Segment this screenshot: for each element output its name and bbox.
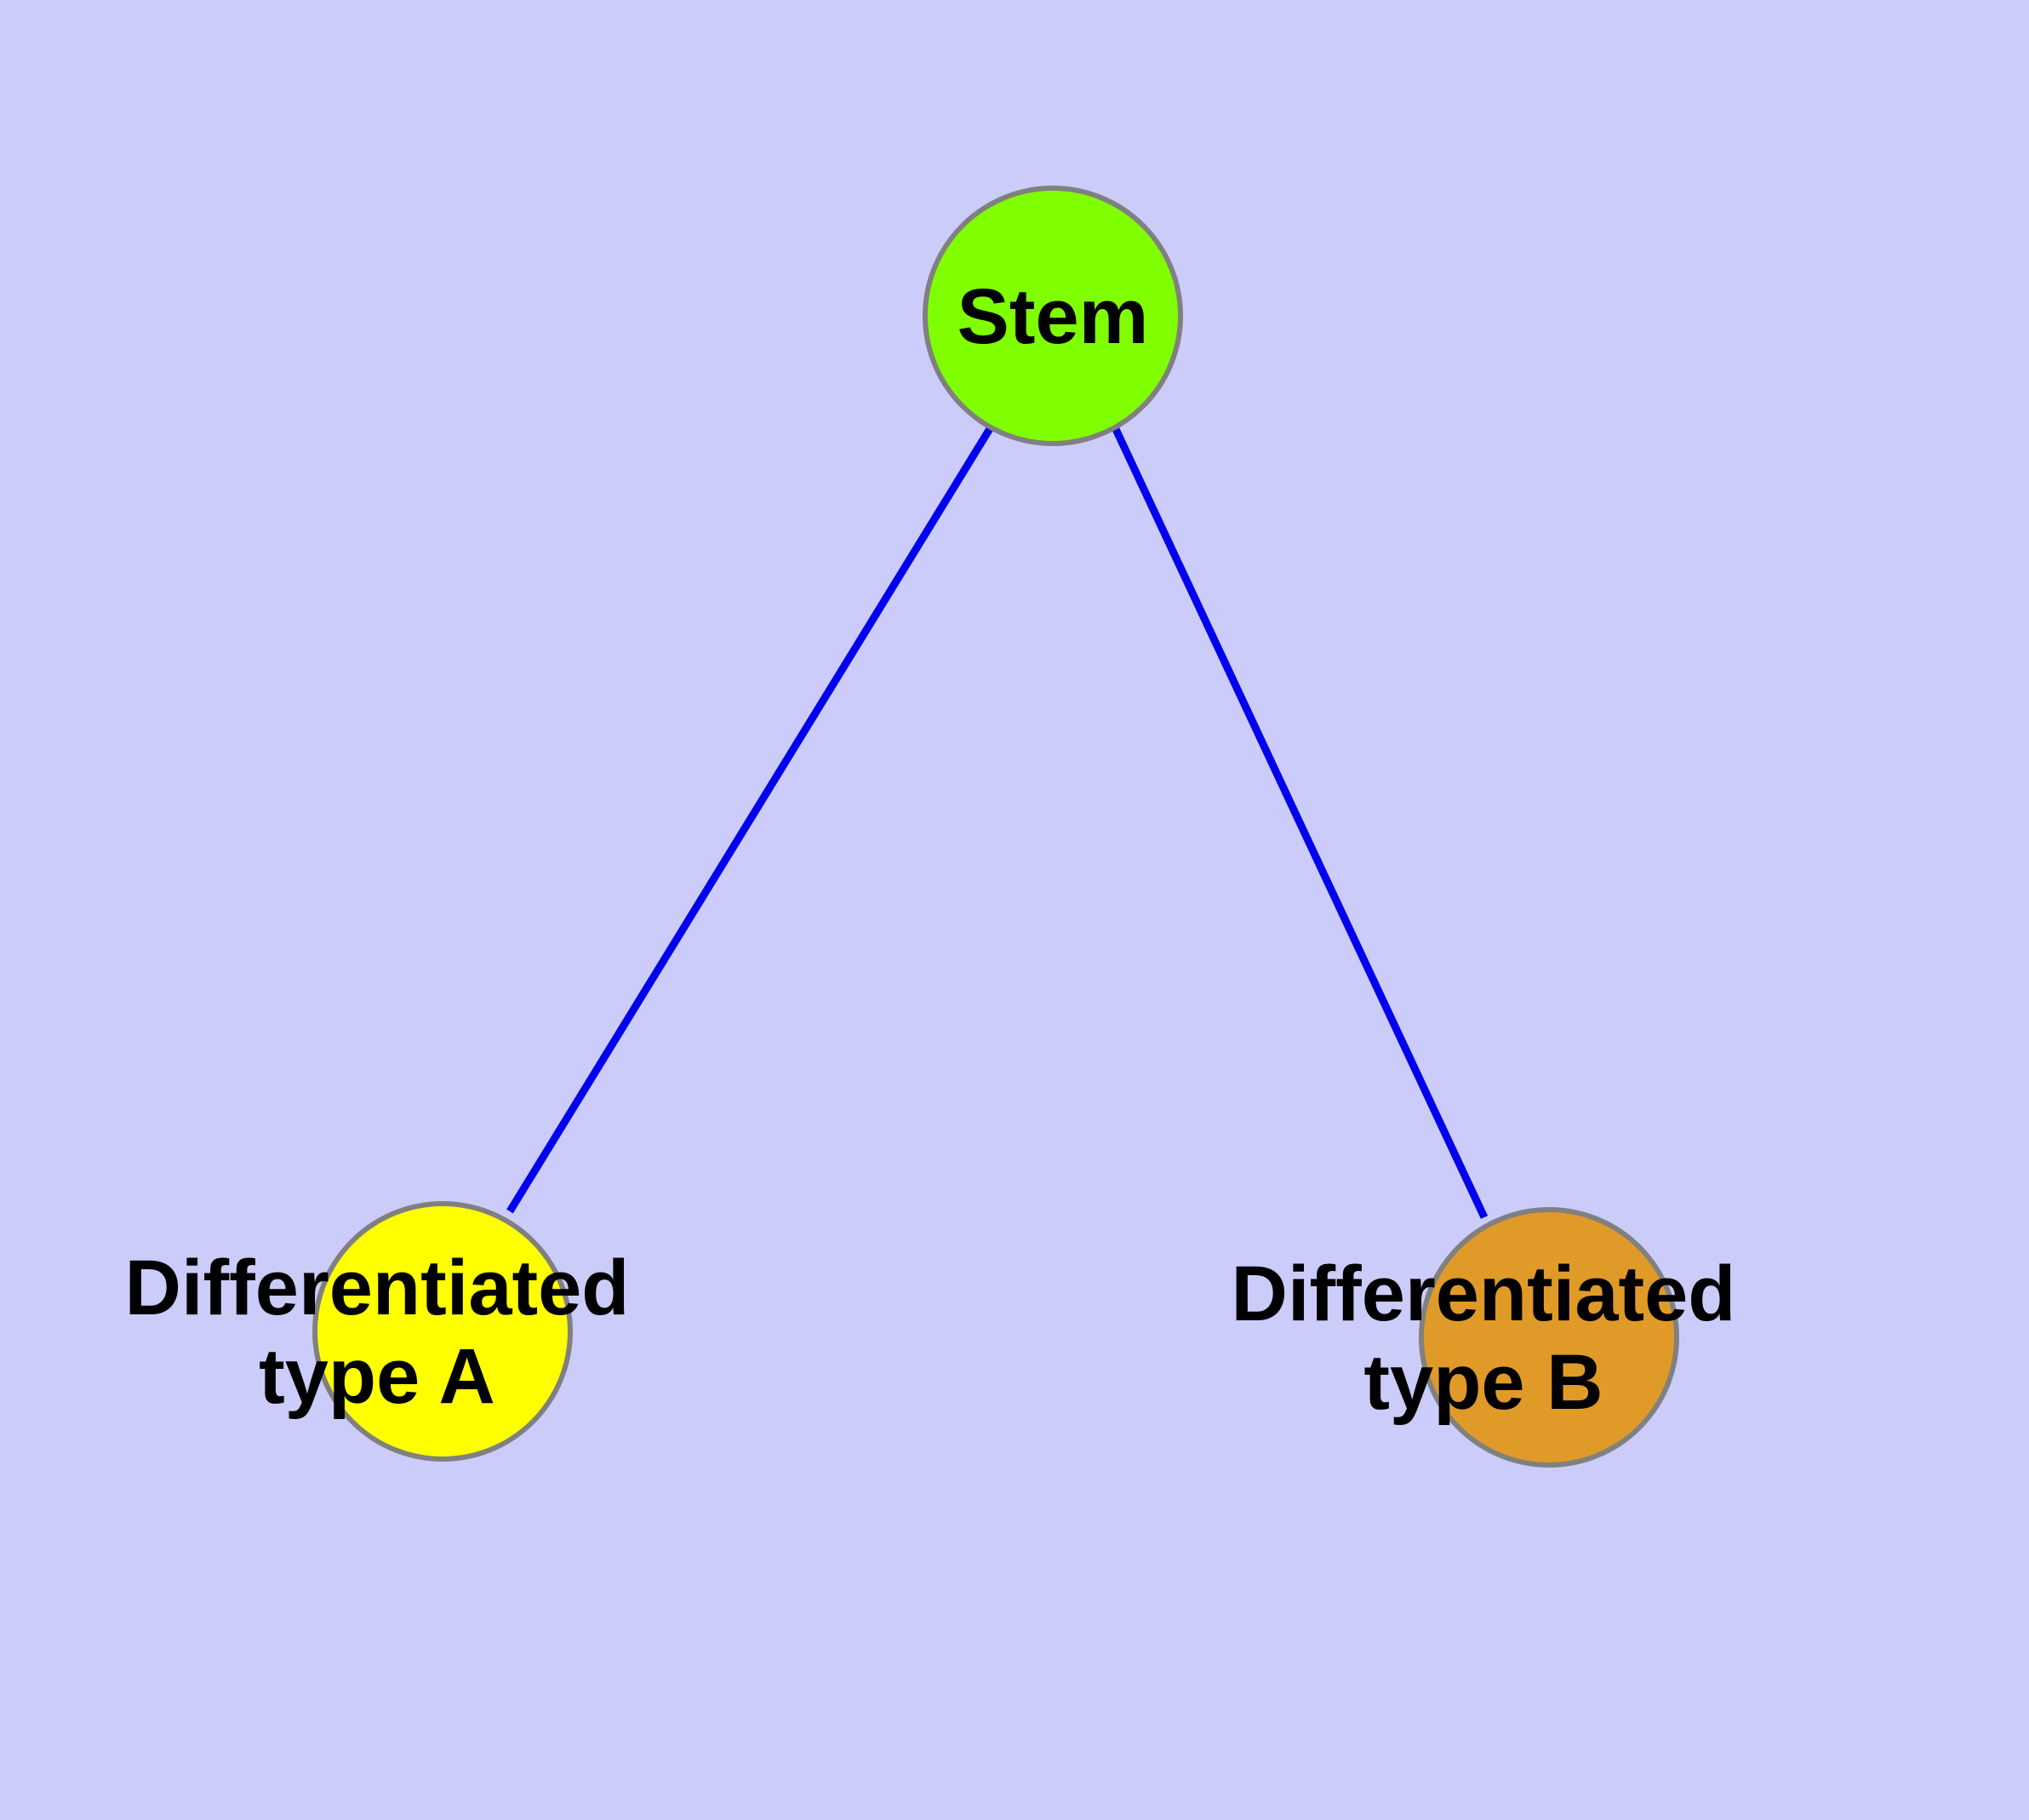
graph-node-label-line: Differentiated	[125, 1245, 630, 1331]
graph-node-label-line: Differentiated	[1232, 1251, 1736, 1337]
graph-edge-stem-to-diff-a[interactable]	[506, 425, 994, 1214]
graph-node-label-line: Stem	[957, 273, 1149, 360]
graph-node-label-stem: Stem	[957, 273, 1149, 360]
nodes-layer	[312, 186, 1679, 1468]
graph-node-diff_a[interactable]	[312, 1201, 573, 1462]
graph-node-diff_b[interactable]	[1419, 1207, 1679, 1468]
graph-node-label-line: type A	[259, 1333, 495, 1420]
graph-node-label-line: type B	[1363, 1339, 1603, 1426]
edges-layer	[506, 425, 1489, 1219]
graph-node-stem[interactable]	[923, 186, 1183, 446]
graph-edge-stem-to-diff-b[interactable]	[1111, 426, 1489, 1219]
